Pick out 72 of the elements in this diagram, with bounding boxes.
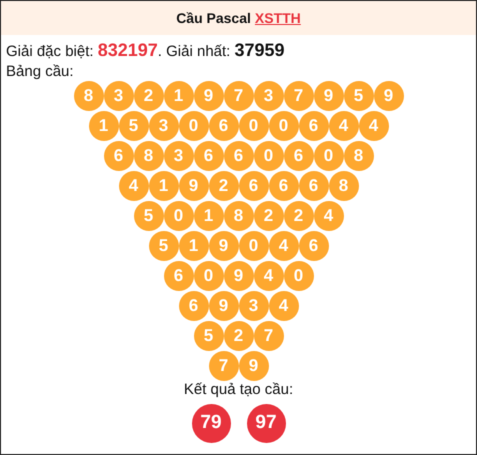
number-ball: 6: [238, 171, 268, 201]
number-ball: 7: [224, 81, 254, 111]
number-ball: 6: [194, 141, 224, 171]
number-ball: 9: [224, 261, 254, 291]
number-ball: 5: [134, 201, 164, 231]
number-ball: 3: [164, 141, 194, 171]
section-label: Kết quả tạo cầu:: [184, 381, 294, 398]
number-ball: 8: [224, 201, 254, 231]
number-ball: 9: [178, 171, 208, 201]
number-ball: 0: [284, 261, 314, 291]
number-ball: 9: [194, 81, 224, 111]
number-ball: 2: [284, 201, 314, 231]
result-ball: 79: [192, 404, 230, 442]
number-ball: 4: [268, 231, 298, 261]
number-ball: 1: [148, 171, 178, 201]
number-ball: 6: [284, 141, 314, 171]
result-ball: 97: [246, 404, 286, 442]
number-ball: 4: [254, 261, 284, 291]
number-ball: 9: [374, 81, 404, 111]
number-ball: 1: [88, 111, 118, 141]
number-ball: 6: [164, 261, 194, 291]
number-ball: 8: [134, 141, 164, 171]
number-ball: 9: [208, 291, 238, 321]
number-ball: 4: [314, 201, 344, 231]
number-ball: 0: [164, 201, 194, 231]
number-ball: 4: [268, 291, 298, 321]
number-ball: 1: [194, 201, 224, 231]
section-label: Bảng cầu:: [6, 63, 74, 80]
number-ball: 4: [328, 111, 358, 141]
number-ball: 1: [178, 231, 208, 261]
number-ball: 3: [254, 81, 284, 111]
number-ball: 0: [178, 111, 208, 141]
number-ball: 0: [238, 231, 268, 261]
number-ball: 0: [268, 111, 298, 141]
number-ball: 0: [238, 111, 268, 141]
number-ball: 5: [118, 111, 148, 141]
number-ball: 3: [238, 291, 268, 321]
number-ball: 9: [314, 81, 344, 111]
number-ball: 0: [194, 261, 224, 291]
number-ball: 8: [328, 171, 358, 201]
number-ball: 2: [224, 321, 254, 351]
number-ball: 4: [118, 171, 148, 201]
number-ball: 9: [208, 231, 238, 261]
link: XSTTH: [254, 10, 301, 26]
number-ball: 2: [254, 201, 284, 231]
number-ball: 7: [208, 351, 238, 381]
number-ball: 1: [164, 81, 194, 111]
number-ball: 5: [344, 81, 374, 111]
number-ball: 6: [298, 111, 328, 141]
number-ball: 8: [344, 141, 374, 171]
number-ball: 5: [194, 321, 224, 351]
number-ball: 6: [208, 111, 238, 141]
number-ball: 3: [104, 81, 134, 111]
number-ball: 2: [134, 81, 164, 111]
number-ball: 6: [268, 171, 298, 201]
number-ball: 6: [298, 231, 328, 261]
prize-text: Giải đặc biệt: 832197. Giải nhất: 37959: [6, 40, 285, 61]
number-ball: 8: [74, 81, 104, 111]
number-ball: 2: [208, 171, 238, 201]
number-ball: 6: [224, 141, 254, 171]
number-ball: 5: [148, 231, 178, 261]
number-ball: 0: [314, 141, 344, 171]
number-ball: 6: [178, 291, 208, 321]
number-ball: 6: [104, 141, 134, 171]
number-ball: 6: [298, 171, 328, 201]
number-ball: 4: [358, 111, 388, 141]
number-ball: 0: [254, 141, 284, 171]
number-ball: 7: [284, 81, 314, 111]
number-ball: 3: [148, 111, 178, 141]
number-ball: 9: [238, 351, 268, 381]
heading: Cầu Pascal: [176, 10, 251, 26]
number-ball: 7: [254, 321, 284, 351]
